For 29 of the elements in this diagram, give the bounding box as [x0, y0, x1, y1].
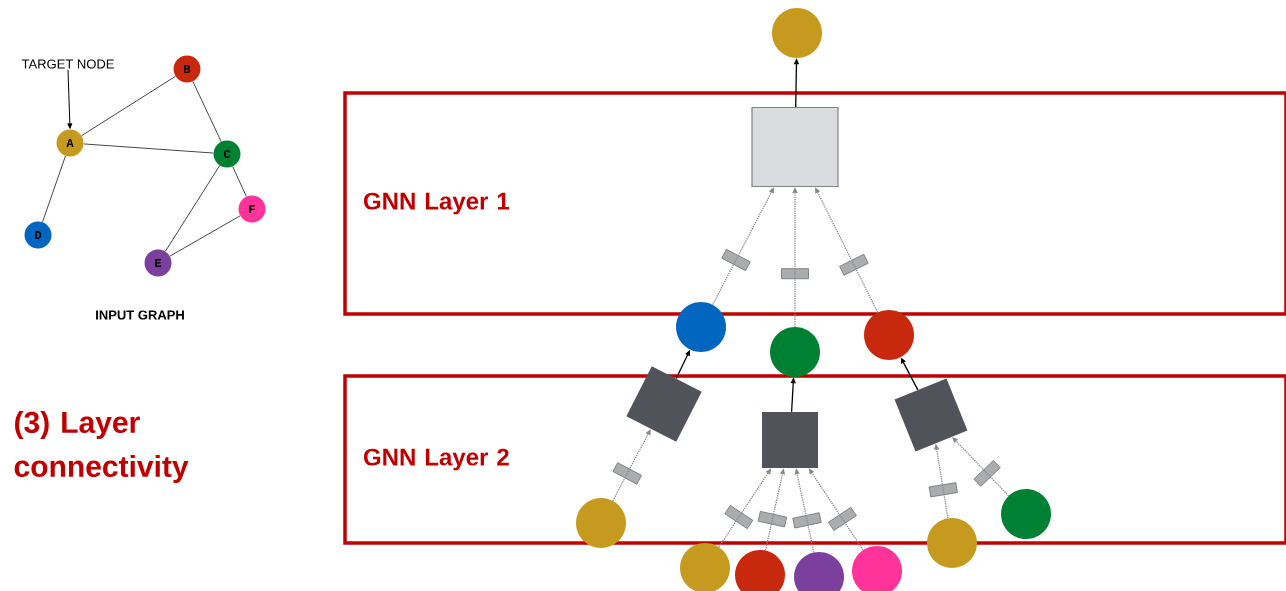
graph-node — [852, 546, 902, 591]
graph-node — [864, 310, 914, 360]
graph-node — [576, 498, 626, 548]
arrow — [815, 187, 879, 314]
arrow — [67, 69, 73, 129]
graph-node — [794, 552, 844, 591]
graph-node: A — [56, 129, 84, 157]
graph-node — [735, 550, 785, 591]
graph-node: D — [24, 221, 52, 249]
graph-node — [927, 518, 977, 568]
graph-node — [680, 543, 730, 591]
graph-node — [770, 327, 820, 377]
graph-node: B — [173, 55, 201, 83]
arrow — [952, 437, 1010, 497]
layer-band: GNN Layer 1 — [343, 91, 1286, 316]
graph-node: F — [238, 195, 266, 223]
graph-node — [676, 302, 726, 352]
caption: INPUT GRAPH — [96, 310, 184, 320]
arrow — [612, 429, 651, 502]
aggregation-square — [751, 106, 839, 188]
graph-node: E — [144, 249, 172, 277]
graph-node — [772, 8, 822, 58]
node-label: TARGET NODE — [21, 59, 114, 69]
aggregation-square — [762, 412, 818, 468]
graph-node: C — [213, 140, 241, 168]
graph-node — [1001, 489, 1051, 539]
arrow — [712, 187, 774, 306]
heading: (3) Layer connectivity — [14, 411, 189, 483]
layer-band: GNN Layer 2 — [343, 374, 1286, 545]
